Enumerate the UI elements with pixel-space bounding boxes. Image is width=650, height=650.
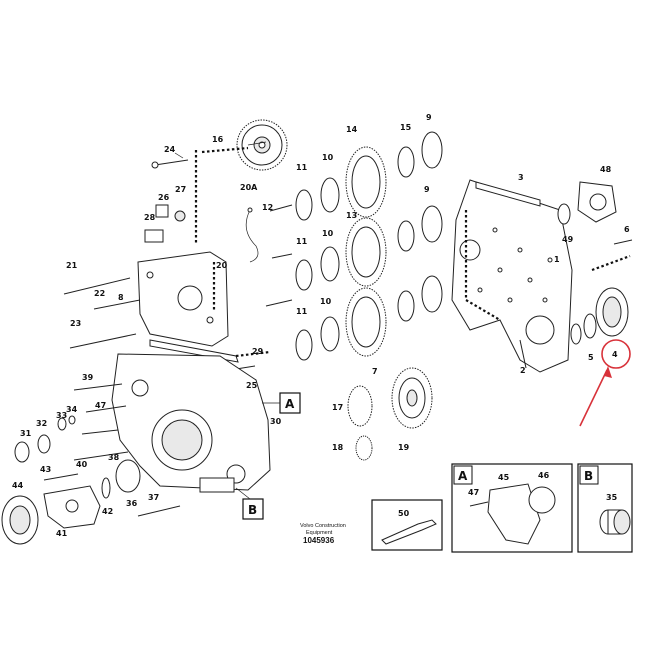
svg-text:46: 46 [538, 471, 550, 480]
callout-3: 3 [518, 173, 524, 182]
callout-30: 30 [270, 417, 282, 426]
callout-29: 29 [252, 347, 264, 356]
callout-24: 24 [164, 145, 176, 154]
svg-text:B: B [584, 469, 593, 483]
callout-34: 34 [66, 405, 78, 414]
front-housing-30 [111, 353, 271, 493]
callout-18: 18 [332, 443, 344, 452]
bracket-26 [144, 204, 186, 243]
callout-37: 37 [148, 493, 159, 502]
water-pump-41 [43, 485, 101, 529]
detail-box-50: 50 [371, 499, 443, 551]
svg-text:35: 35 [606, 493, 618, 502]
gear-stack-row-3 [295, 275, 443, 361]
callout-1: 1 [554, 255, 560, 264]
svg-text:A: A [458, 469, 468, 483]
brand-line-2: Equipment [306, 530, 333, 536]
gear-stack-row-1 [295, 131, 443, 221]
callout-36: 36 [126, 499, 138, 508]
cover-20 [137, 251, 229, 347]
callout-13: 13 [346, 211, 357, 220]
callout-6: 6 [624, 225, 630, 234]
callout-33: 33 [56, 411, 67, 420]
svg-text:45: 45 [498, 473, 510, 482]
timing-plate-1 [451, 179, 573, 373]
callout-32: 32 [36, 419, 47, 428]
callout-11b: 11 [296, 237, 308, 246]
callout-20: 20 [216, 261, 228, 270]
brand-line-1: Volvo Construction [300, 523, 346, 529]
callout-39: 39 [82, 373, 94, 382]
gear-16 [236, 119, 288, 171]
callout-12: 12 [262, 203, 273, 212]
callout-27: 27 [175, 185, 186, 194]
callout-17: 17 [332, 403, 343, 412]
callout-25: 25 [246, 381, 258, 390]
seal-housing-4 [595, 287, 629, 337]
document-number: 1045936 [303, 536, 335, 545]
highlight-marker [579, 339, 631, 427]
gear-stack-row-2 [295, 205, 443, 291]
callout-31: 31 [20, 429, 32, 438]
callout-44: 44 [12, 481, 24, 490]
callout-2: 2 [520, 366, 526, 375]
callout-10c: 10 [320, 297, 332, 306]
cover-48 [577, 181, 617, 223]
callout-5: 5 [588, 353, 594, 362]
callout-28: 28 [144, 213, 156, 222]
callout-15: 15 [400, 123, 412, 132]
callout-47: 47 [95, 401, 106, 410]
svg-text:A: A [285, 397, 295, 411]
svg-text:B: B [248, 503, 257, 517]
bracket-3 [475, 181, 541, 207]
svg-text:50: 50 [398, 509, 410, 518]
gear-17-18-19 [347, 367, 433, 461]
pulley-44 [1, 495, 39, 545]
callout-22: 22 [94, 289, 105, 298]
svg-text:47: 47 [468, 488, 479, 497]
callout-4: 4 [612, 350, 618, 359]
detail-box-b: B 35 [577, 463, 633, 553]
callout-16: 16 [212, 135, 224, 144]
callout-38: 38 [108, 453, 120, 462]
callout-8: 8 [118, 293, 124, 302]
callout-14: 14 [346, 125, 358, 134]
callout-49: 49 [562, 235, 574, 244]
callout-42: 42 [102, 507, 113, 516]
callout-26: 26 [158, 193, 170, 202]
bolt-24 [151, 159, 189, 169]
detail-box-a: A 47 45 46 [451, 463, 573, 553]
callout-41: 41 [56, 529, 68, 538]
callout-11a: 11 [296, 163, 308, 172]
callout-10b: 10 [322, 229, 334, 238]
callout-21: 21 [66, 261, 78, 270]
callout-48: 48 [600, 165, 612, 174]
callout-19: 19 [398, 443, 410, 452]
ref-box-a: A [262, 392, 301, 414]
ref-box-b: B [235, 487, 264, 520]
callout-11c: 11 [296, 307, 308, 316]
callout-7: 7 [372, 367, 378, 376]
callout-9b: 9 [424, 185, 430, 194]
callout-43: 43 [40, 465, 51, 474]
callout-40: 40 [76, 460, 88, 469]
callout-23: 23 [70, 319, 81, 328]
callout-20a: 20A [240, 183, 258, 192]
callout-9a: 9 [426, 113, 432, 122]
callout-10a: 10 [322, 153, 334, 162]
